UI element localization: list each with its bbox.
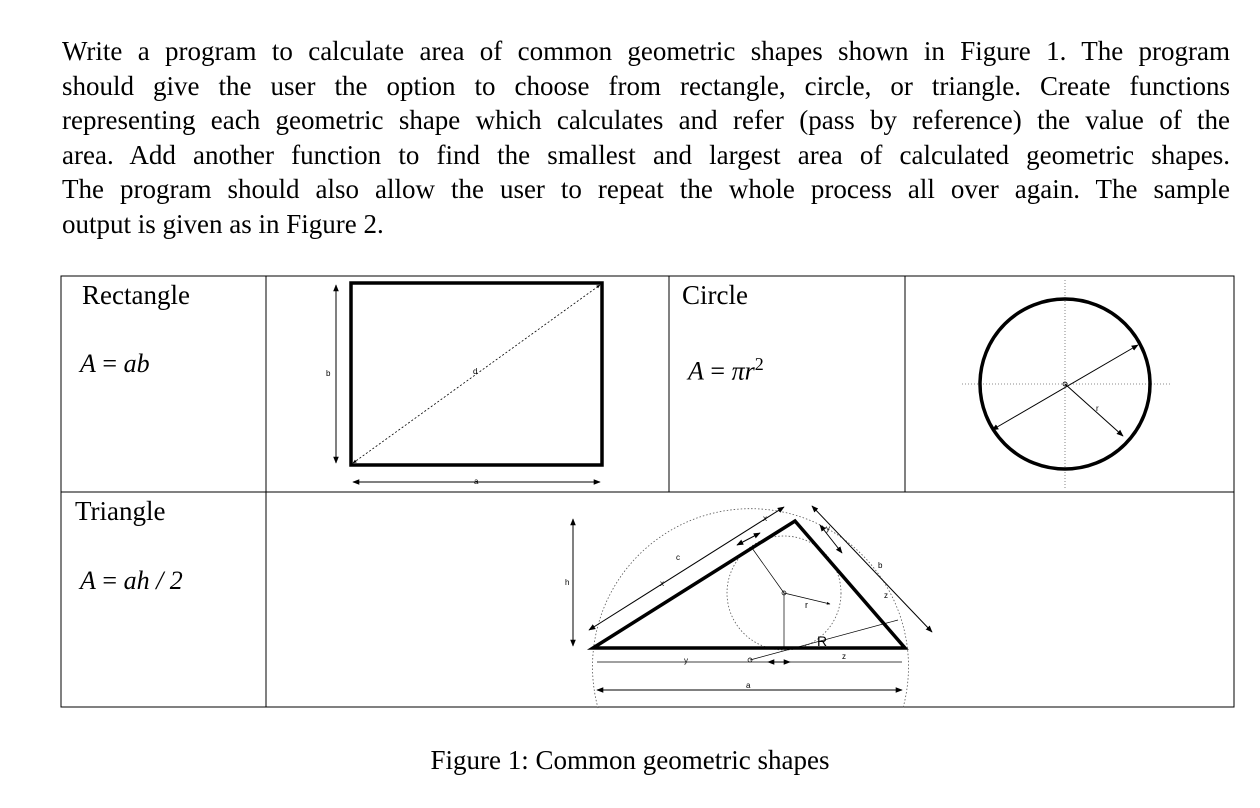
figure-caption: Figure 1: Common geometric shapes bbox=[430, 745, 830, 775]
tri-label-z: z bbox=[884, 591, 888, 600]
tri-label-z: z bbox=[842, 652, 846, 661]
rect-label-d: d bbox=[473, 367, 477, 376]
triangle-formula: A = ah / 2 bbox=[80, 566, 183, 595]
rectangle-name: Rectangle bbox=[82, 280, 190, 310]
tri-label-R: R bbox=[817, 633, 827, 649]
problem-line: representing each geometric shape which … bbox=[62, 105, 1230, 136]
table-borders bbox=[60, 275, 1235, 708]
problem-line: output is given as in Figure 2. bbox=[62, 208, 384, 239]
tri-label-r: r bbox=[805, 600, 808, 610]
problem-line: The program should also allow the user t… bbox=[62, 174, 1230, 205]
triangle-name: Triangle bbox=[75, 496, 166, 526]
circle-formula: A = πr2 bbox=[688, 354, 764, 386]
tri-label-x: x bbox=[763, 514, 767, 523]
rectangle-formula: A = ab bbox=[80, 349, 150, 378]
tri-label-a: a bbox=[746, 681, 751, 690]
tri-label-c: c bbox=[676, 553, 680, 562]
problem-line: Write a program to calculate area of com… bbox=[62, 36, 1230, 66]
circle-label-r: r bbox=[1096, 404, 1099, 413]
triangle-diagram: h a c b x x y y z z r R bbox=[565, 505, 933, 709]
rectangle-diagram: b a d bbox=[326, 281, 604, 486]
rect-label-b: b bbox=[326, 369, 331, 378]
rect-label-a: a bbox=[474, 477, 479, 486]
problem-statement: Write a program to calculate area of com… bbox=[62, 34, 1230, 242]
tri-label-h: h bbox=[565, 578, 569, 587]
tri-label-x: x bbox=[660, 579, 664, 588]
tri-label-y: y bbox=[826, 524, 830, 533]
tri-label-b: b bbox=[878, 561, 883, 570]
problem-line: area. Add another function to find the s… bbox=[62, 139, 1230, 170]
circle-name: Circle bbox=[682, 280, 748, 310]
tri-label-y: y bbox=[684, 656, 688, 665]
circle-diagram: r bbox=[962, 280, 1172, 488]
problem-line: should give the user the option to choos… bbox=[62, 70, 1230, 101]
